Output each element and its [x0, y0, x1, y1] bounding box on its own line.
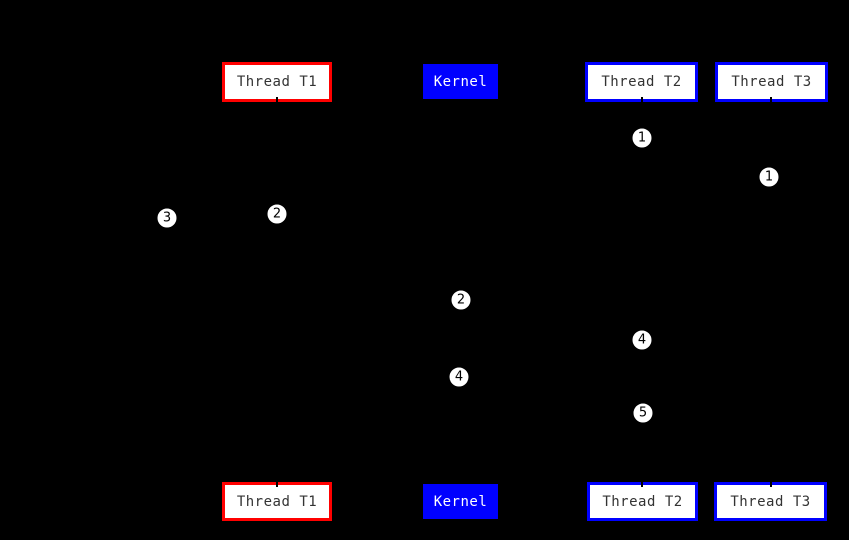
entity-label-thread-t3: Thread T3: [730, 493, 811, 510]
entity-box-thread-t3-top: Thread T3: [715, 62, 828, 102]
entity-label-thread-t3: Thread T3: [731, 74, 812, 90]
lifeline-thread-t3: [770, 97, 772, 487]
entity-label-kernel: Kernel: [433, 73, 488, 90]
entity-label-kernel: Kernel: [433, 493, 488, 510]
entity-box-thread-t1-top: Thread T1: [222, 62, 332, 102]
step-marker-2: 2: [266, 203, 288, 225]
entity-box-thread-t2-top: Thread T2: [585, 62, 698, 102]
lifeline-thread-t2: [641, 97, 643, 487]
step-marker-2: 2: [450, 289, 472, 311]
entity-label-thread-t2: Thread T2: [601, 74, 682, 90]
entity-label-thread-t1: Thread T1: [236, 493, 318, 510]
entity-label-thread-t1: Thread T1: [236, 74, 318, 90]
step-marker-4: 4: [631, 329, 653, 351]
lifeline-thread-t1: [276, 97, 278, 487]
step-marker-1: 1: [631, 127, 653, 149]
entity-box-thread-t1-bottom: Thread T1: [222, 482, 332, 521]
entity-label-thread-t2: Thread T2: [602, 493, 683, 510]
entity-box-thread-t3-bottom: Thread T3: [714, 482, 827, 521]
step-marker-1: 1: [758, 166, 780, 188]
step-marker-4: 4: [448, 366, 470, 388]
entity-box-kernel-top: Kernel: [423, 64, 498, 99]
step-marker-5: 5: [632, 402, 654, 424]
entity-box-kernel-bottom: Kernel: [423, 484, 498, 519]
entity-box-thread-t2-bottom: Thread T2: [587, 482, 698, 521]
step-marker-3: 3: [156, 207, 178, 229]
